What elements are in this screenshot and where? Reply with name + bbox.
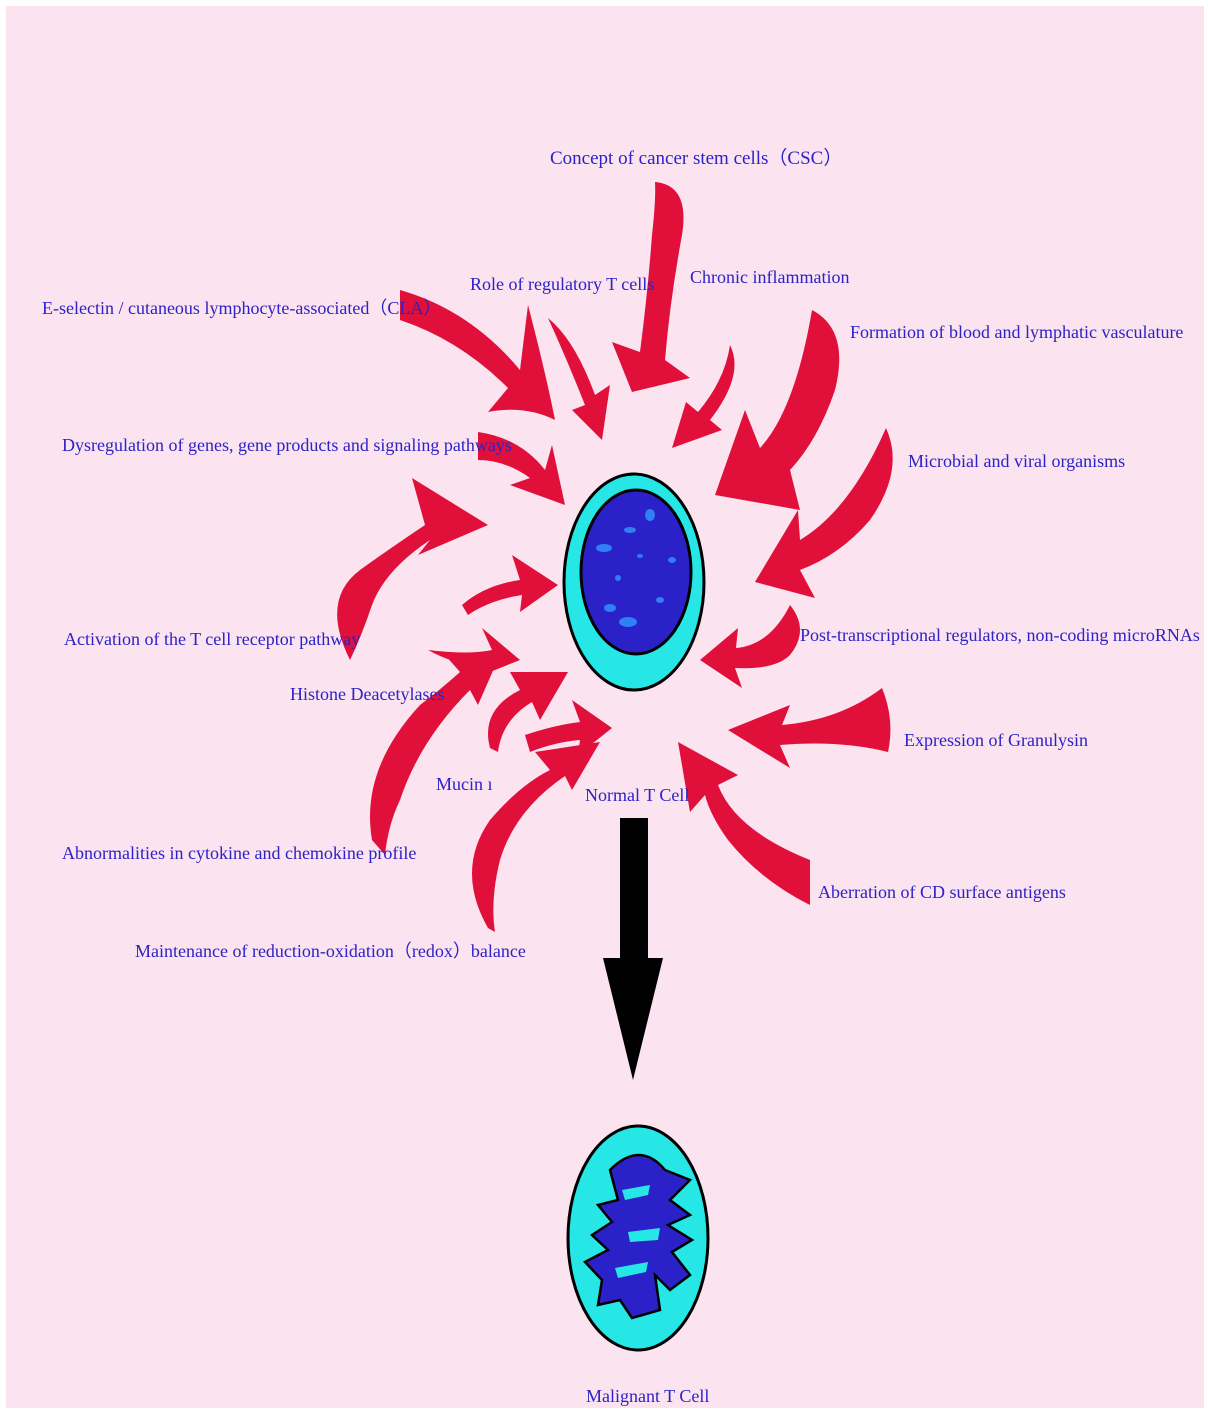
arrow-inflammation xyxy=(672,345,735,448)
label-cla: E-selectin / cutaneous lymphocyte-associ… xyxy=(42,298,441,318)
label-csc: Concept of cancer stem cells（CSC） xyxy=(550,147,842,169)
label-microbial: Microbial and viral organisms xyxy=(908,451,1125,471)
label-mucin: Mucin ı xyxy=(436,774,493,794)
label-redox: Maintenance of reduction-oxidation（redox… xyxy=(135,941,526,961)
label-tcr: Activation of the T cell receptor pathwa… xyxy=(64,629,360,649)
label-vasculature: Formation of blood and lymphatic vascula… xyxy=(850,322,1183,342)
down-arrow-icon xyxy=(603,818,663,1080)
label-malignant-cell: Malignant T Cell xyxy=(586,1386,709,1406)
label-granulysin: Expression of Granulysin xyxy=(904,730,1088,750)
label-cytokine: Abnormalities in cytokine and chemokine … xyxy=(62,843,416,863)
arrow-redox xyxy=(472,742,600,932)
label-hdac: Histone Deacetylases xyxy=(290,684,444,704)
label-microrna: Post-transcriptional regulators, non-cod… xyxy=(800,625,1200,645)
label-normal-cell: Normal T Cell xyxy=(585,785,689,805)
label-cd: Aberration of CD surface antigens xyxy=(818,882,1066,902)
arrow-granulysin xyxy=(728,688,890,768)
label-dysregulation: Dysregulation of genes, gene products an… xyxy=(62,435,512,455)
arrow-center-left xyxy=(462,555,558,615)
arrow-cytokine xyxy=(370,650,502,855)
arrow-cd xyxy=(678,742,810,905)
malignant-t-cell xyxy=(568,1126,708,1350)
arrow-microrna xyxy=(700,605,800,688)
label-inflammation: Chronic inflammation xyxy=(690,267,849,287)
label-treg: Role of regulatory T cells xyxy=(470,274,654,294)
normal-t-cell xyxy=(564,474,704,690)
arrow-vasculature xyxy=(715,310,839,510)
arrow-treg xyxy=(548,318,610,440)
